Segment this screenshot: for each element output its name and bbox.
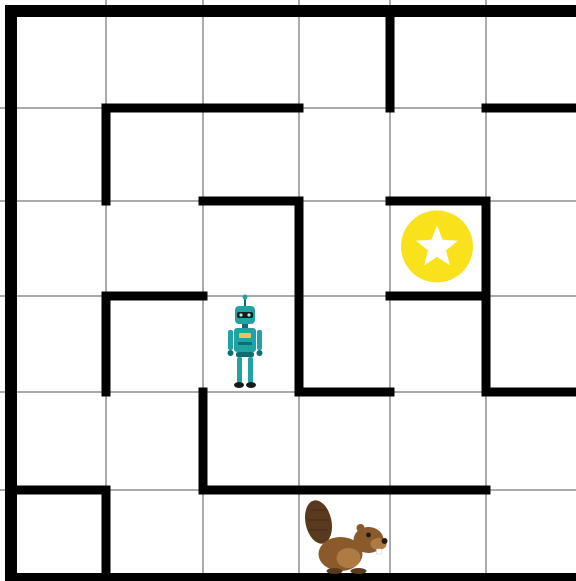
robot-icon[interactable] [228,295,263,389]
beaver-icon[interactable] [301,498,387,574]
goal-star-token[interactable] [401,211,473,283]
